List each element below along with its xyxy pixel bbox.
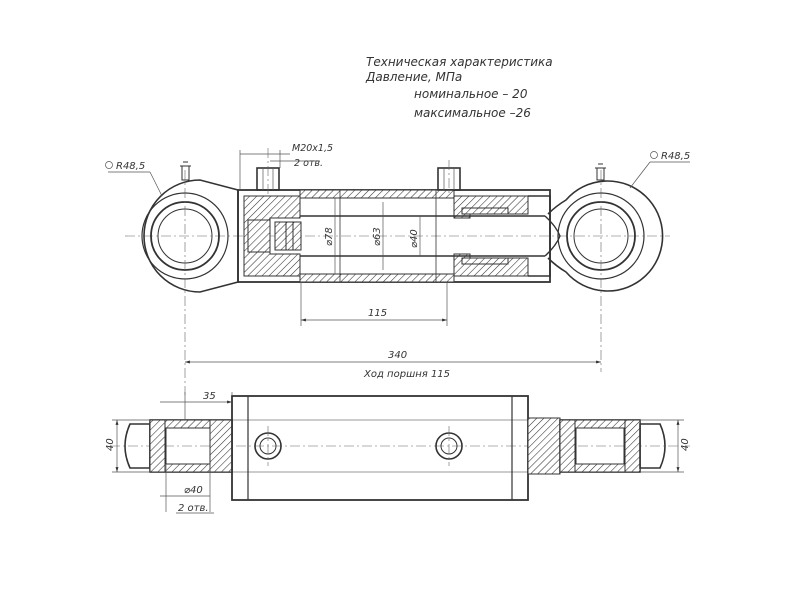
diameter-dims: ⌀78 ⌀63 ⌀40 xyxy=(324,198,421,274)
radius-callouts: R48,5 R48,5 xyxy=(105,151,690,197)
barrel-plan xyxy=(231,395,529,501)
overall-dim-label: 340 xyxy=(388,350,407,361)
diameter-63-label: ⌀63 xyxy=(372,227,383,246)
hole-count-label: 2 отв. xyxy=(178,503,209,514)
radius-left-label: R48,5 xyxy=(116,161,145,172)
piston-rod xyxy=(300,215,561,257)
left-eye-plan xyxy=(124,419,233,473)
thread-count-label: 2 отв. xyxy=(294,158,323,169)
right-eye-plan xyxy=(527,417,666,475)
hydraulic-ports xyxy=(256,148,461,196)
eye-width-right-label: 40 xyxy=(680,438,691,451)
thread-label: M20x1,5 xyxy=(292,143,333,154)
right-rod-eye xyxy=(547,163,664,372)
spec-title: Техническая характеристика xyxy=(366,55,553,69)
diameter-78-label: ⌀78 xyxy=(324,227,335,246)
thread-callout: M20x1,5 2 отв. xyxy=(239,143,333,190)
spec-maximum: максимальное –26 xyxy=(414,106,531,120)
plan-view: 35 40 40 ⌀40 2 отв. xyxy=(105,391,691,514)
overall-dimension: 340 Ход поршня 115 xyxy=(185,350,601,380)
diameter-40-label: ⌀40 xyxy=(409,229,420,248)
left-rod-eye xyxy=(141,161,239,395)
radius-right-label: R48,5 xyxy=(661,151,690,162)
stroke-dim-label: 115 xyxy=(368,308,387,319)
hole-diameter-label: ⌀40 xyxy=(184,485,203,496)
spec-pressure: Давление, МПа xyxy=(365,70,462,84)
front-view: R48,5 R48,5 M20x1,5 2 отв. ⌀78 ⌀63 ⌀40 xyxy=(105,143,690,395)
plan-dimensions: 35 40 40 ⌀40 2 отв. xyxy=(105,391,691,514)
cylinder-barrel xyxy=(237,189,551,283)
offset-35-label: 35 xyxy=(203,391,216,402)
spec-nominal: номинальное – 20 xyxy=(414,87,528,101)
technical-specification: Техническая характеристика Давление, МПа… xyxy=(365,55,553,120)
stroke-dimension: 115 xyxy=(300,282,448,326)
stroke-label: Ход поршня 115 xyxy=(363,369,450,380)
eye-width-left-label: 40 xyxy=(105,438,116,451)
